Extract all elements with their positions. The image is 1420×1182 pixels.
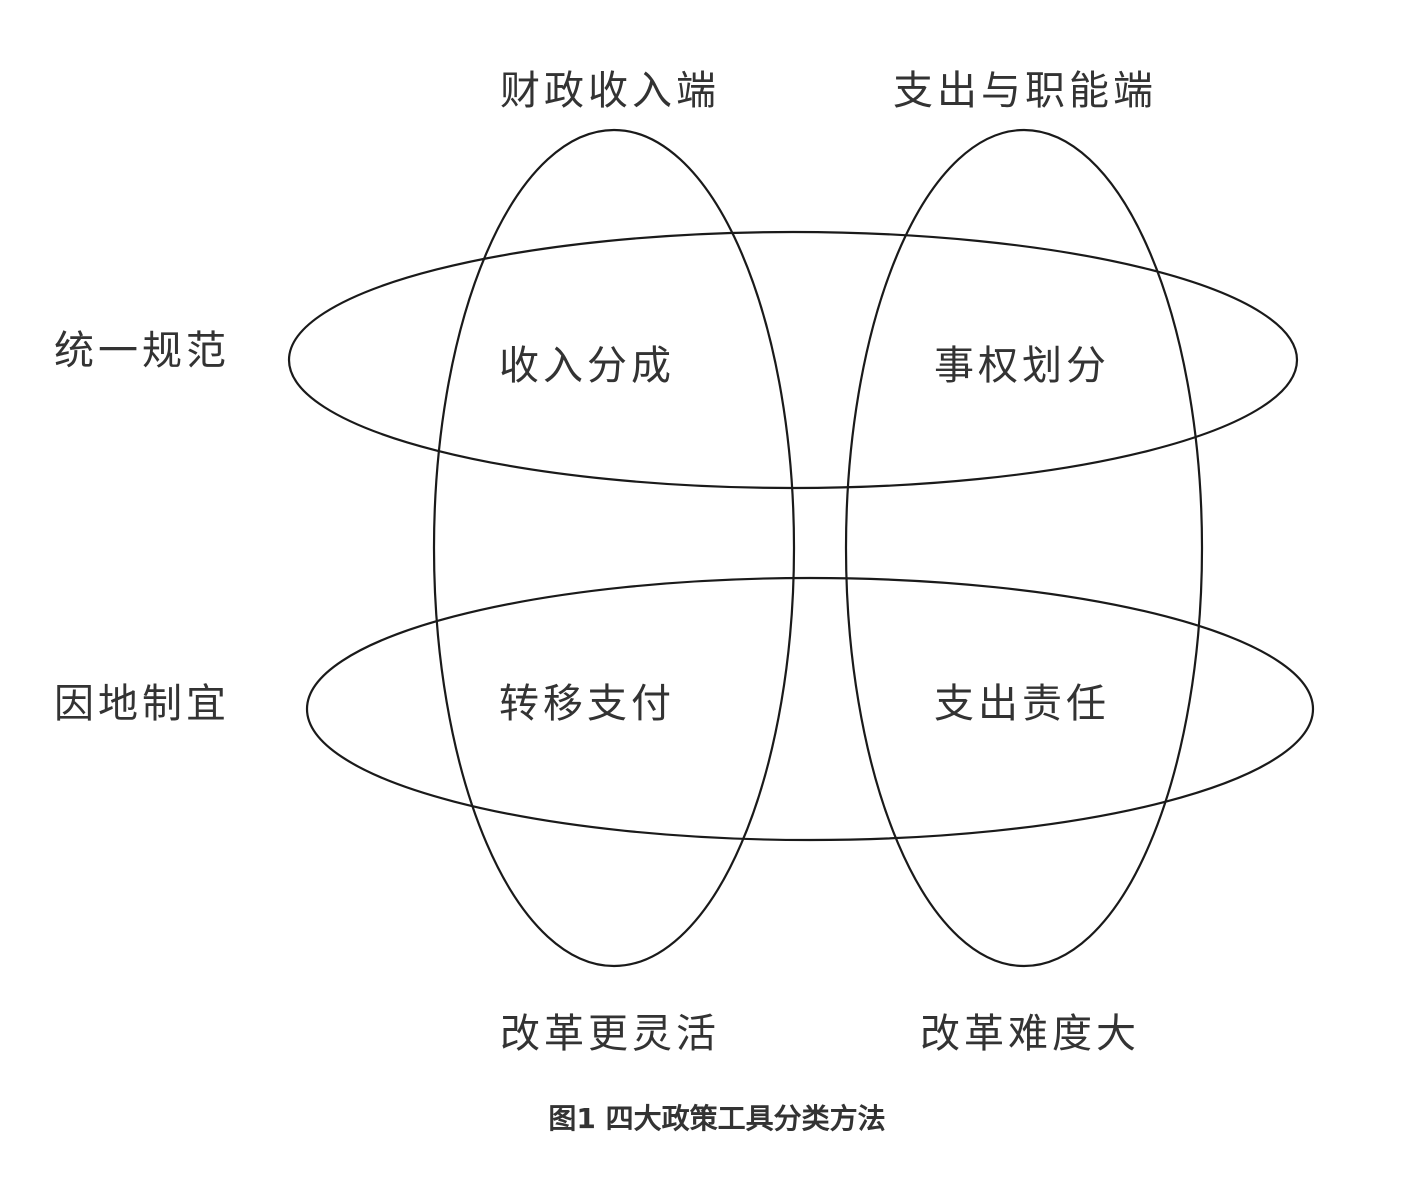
row-label-unified: 统一规范	[54, 328, 230, 374]
row-ellipse-unified	[287, 230, 1299, 490]
cell-transfer-payment: 转移支付	[499, 681, 675, 727]
cell-revenue-sharing: 收入分成	[499, 343, 675, 389]
row-ellipse-local	[305, 576, 1315, 842]
row-label-local: 因地制宜	[54, 681, 230, 727]
figure-caption: 图1 四大政策工具分类方法	[548, 1102, 885, 1135]
column-footer-revenue: 改革更灵活	[500, 1011, 720, 1057]
cell-expenditure-responsibility: 支出责任	[934, 681, 1110, 727]
column-ellipse-expenditure	[844, 128, 1204, 968]
column-footer-expenditure: 改革难度大	[920, 1011, 1140, 1057]
column-ellipse-revenue	[432, 128, 796, 968]
column-header-revenue: 财政收入端	[500, 68, 720, 114]
column-header-expenditure: 支出与职能端	[893, 68, 1157, 114]
cell-authority-division: 事权划分	[934, 343, 1110, 389]
